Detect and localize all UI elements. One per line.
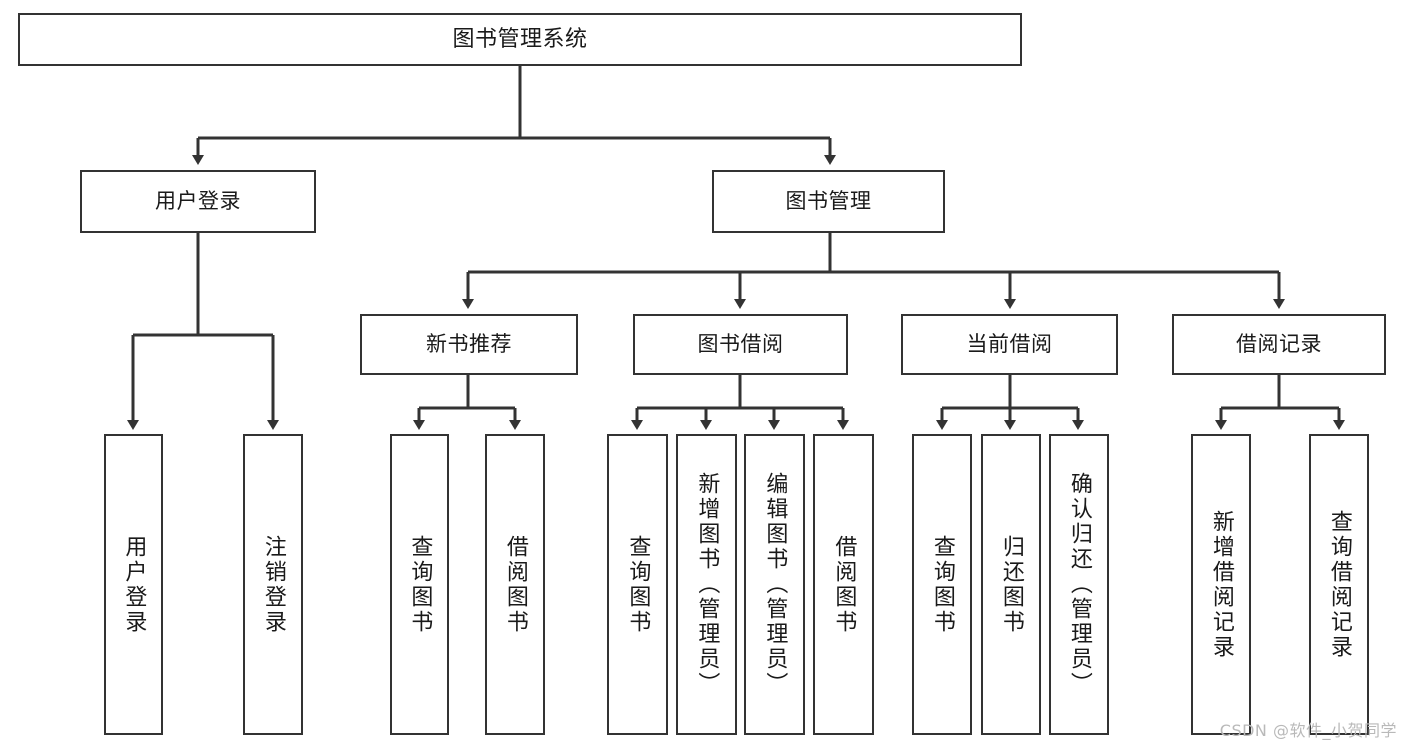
leaf-query-book-newbook[interactable]: 查询图书 xyxy=(390,434,449,735)
node-label: 借阅图书 xyxy=(831,534,857,635)
node-current-borrow[interactable]: 当前借阅 xyxy=(901,314,1118,375)
node-label: 借阅记录 xyxy=(1236,332,1322,357)
edge-root-to-level1 xyxy=(192,66,836,165)
edge-userlogin-to-leaves xyxy=(127,233,279,430)
node-user-login[interactable]: 用户登录 xyxy=(80,170,316,233)
node-label: 新增借阅记录 xyxy=(1208,509,1234,660)
edge-currentborrow-to-leaves xyxy=(936,375,1084,430)
node-root-system[interactable]: 图书管理系统 xyxy=(18,13,1022,66)
leaf-add-borrow-record[interactable]: 新增借阅记录 xyxy=(1191,434,1251,735)
node-label: 查询图书 xyxy=(407,534,433,635)
edge-newbook-to-leaves xyxy=(413,375,521,430)
node-label: 用户登录 xyxy=(121,534,147,635)
node-label: 归还图书 xyxy=(998,534,1024,635)
leaf-logout[interactable]: 注销登录 xyxy=(243,434,303,735)
node-borrow-record[interactable]: 借阅记录 xyxy=(1172,314,1386,375)
node-book-manage[interactable]: 图书管理 xyxy=(712,170,945,233)
edge-bookborrow-to-leaves xyxy=(631,375,849,430)
node-label: 注销登录 xyxy=(260,534,286,635)
node-label: 当前借阅 xyxy=(966,332,1053,357)
node-label: 查询图书 xyxy=(929,534,955,635)
leaf-user-login[interactable]: 用户登录 xyxy=(104,434,163,735)
node-label: 图书管理 xyxy=(785,189,872,214)
leaf-return-book[interactable]: 归还图书 xyxy=(981,434,1041,735)
node-label: 新书推荐 xyxy=(426,332,512,357)
leaf-borrow-book-borrow[interactable]: 借阅图书 xyxy=(813,434,874,735)
node-label: 用户登录 xyxy=(155,189,241,214)
leaf-borrow-book-newbook[interactable]: 借阅图书 xyxy=(485,434,545,735)
node-label: 查询图书 xyxy=(625,534,651,635)
node-book-borrow[interactable]: 图书借阅 xyxy=(633,314,848,375)
node-label: 确认归还（管理员） xyxy=(1066,472,1092,697)
node-label: 图书管理系统 xyxy=(452,26,588,52)
node-label: 编辑图书（管理员） xyxy=(762,472,788,697)
edge-borrowrecord-to-leaves xyxy=(1215,375,1345,430)
leaf-add-book-admin[interactable]: 新增图书（管理员） xyxy=(676,434,737,735)
node-label: 借阅图书 xyxy=(502,534,528,635)
node-label: 新增图书（管理员） xyxy=(694,472,720,697)
node-new-book-recommend[interactable]: 新书推荐 xyxy=(360,314,578,375)
leaf-query-book-borrow[interactable]: 查询图书 xyxy=(607,434,668,735)
leaf-query-borrow-record[interactable]: 查询借阅记录 xyxy=(1309,434,1369,735)
node-label: 图书借阅 xyxy=(697,332,784,357)
leaf-confirm-return-admin[interactable]: 确认归还（管理员） xyxy=(1049,434,1109,735)
leaf-edit-book-admin[interactable]: 编辑图书（管理员） xyxy=(744,434,805,735)
leaf-query-book-current[interactable]: 查询图书 xyxy=(912,434,972,735)
edge-bookmanage-to-level2 xyxy=(462,233,1285,309)
csdn-watermark: CSDN @软件_小贺同学 xyxy=(1219,721,1397,740)
node-label: 查询借阅记录 xyxy=(1326,509,1352,660)
